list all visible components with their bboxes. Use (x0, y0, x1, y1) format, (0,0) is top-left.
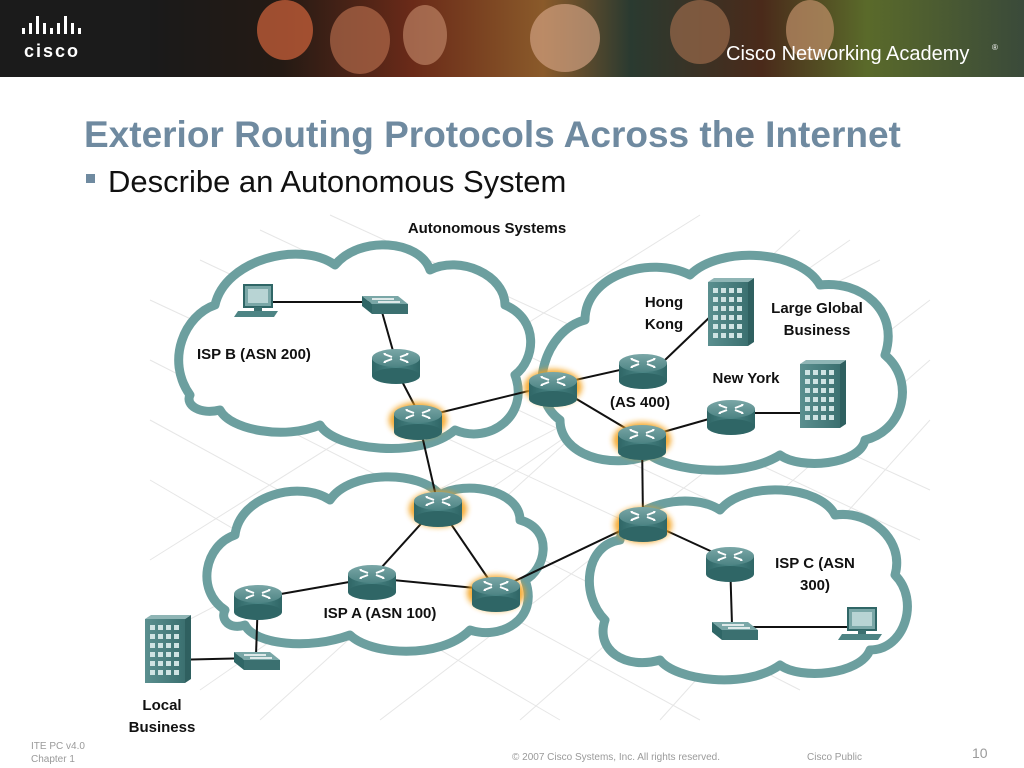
building-local-business-icon (145, 615, 191, 683)
brand-title: Cisco Networking Academy (726, 43, 969, 65)
label-local-business-line2: Business (129, 719, 196, 736)
banner-face (330, 6, 390, 74)
border-router-as400-south-icon (617, 424, 667, 461)
footer-classification: Cisco Public (807, 752, 863, 763)
page-number: 10 (972, 745, 988, 761)
switch-isp-b-icon (361, 295, 409, 315)
cisco-logo-icon (22, 16, 81, 34)
border-router-isp-b-icon (393, 404, 443, 441)
square-bullet-icon (86, 174, 95, 184)
banner-face (670, 0, 730, 64)
banner-face (257, 0, 313, 60)
footer-copyright: © 2007 Cisco Systems, Inc. All rights re… (512, 752, 721, 763)
diagram-title: Autonomous Systems (408, 220, 566, 237)
header-banner: cisco Cisco Networking Academy ® (0, 0, 1024, 77)
label-isp-a: ISP A (ASN 100) (324, 605, 437, 622)
label-hong-kong-line1: Hong (645, 294, 683, 311)
label-large-global-line2: Business (784, 322, 851, 339)
router-isp-c-icon (705, 546, 755, 583)
router-isp-a-icon (347, 564, 397, 601)
router-isp-b-icon (371, 348, 421, 385)
label-hong-kong-line2: Kong (645, 316, 683, 333)
building-new-york-icon (800, 360, 846, 428)
border-router-isp-c-icon (618, 506, 668, 543)
banner-face (403, 5, 447, 65)
network-diagram: Autonomous Systems ISP B (ASN 200) Hong … (129, 214, 931, 736)
footer-course-info: ITE PC v4.0 Chapter 1 (31, 740, 85, 766)
router-new-york-icon (706, 399, 756, 436)
building-large-global-icon (708, 278, 754, 346)
footer-chapter: Chapter 1 (31, 754, 75, 765)
bullet-item: Describe an Autonomous System (86, 164, 566, 200)
switch-isp-a-icon (233, 651, 281, 671)
border-router-as400-west-icon (528, 371, 578, 408)
router-hong-kong-icon (618, 353, 668, 390)
cisco-logo-text: cisco (24, 41, 80, 61)
bullet-text: Describe an Autonomous System (108, 164, 567, 199)
label-new-york: New York (713, 370, 781, 387)
slide-title: Exterior Routing Protocols Across the In… (84, 114, 901, 155)
switch-isp-c-icon (711, 621, 759, 641)
label-isp-c-line2: 300) (800, 577, 830, 594)
banner-face (530, 4, 600, 72)
banner-face (786, 0, 834, 60)
border-router-isp-a-north-icon (413, 491, 463, 528)
footer-course: ITE PC v4.0 (31, 741, 85, 752)
label-local-business-line1: Local (142, 697, 181, 714)
border-router-isp-a-east-icon (471, 576, 521, 613)
label-large-global-line1: Large Global (771, 300, 863, 317)
label-as-400: (AS 400) (610, 394, 670, 411)
label-isp-b: ISP B (ASN 200) (197, 346, 311, 363)
router-isp-a-west-icon (233, 584, 283, 621)
registered-mark: ® (992, 43, 998, 52)
label-isp-c-line1: ISP C (ASN (775, 555, 855, 572)
